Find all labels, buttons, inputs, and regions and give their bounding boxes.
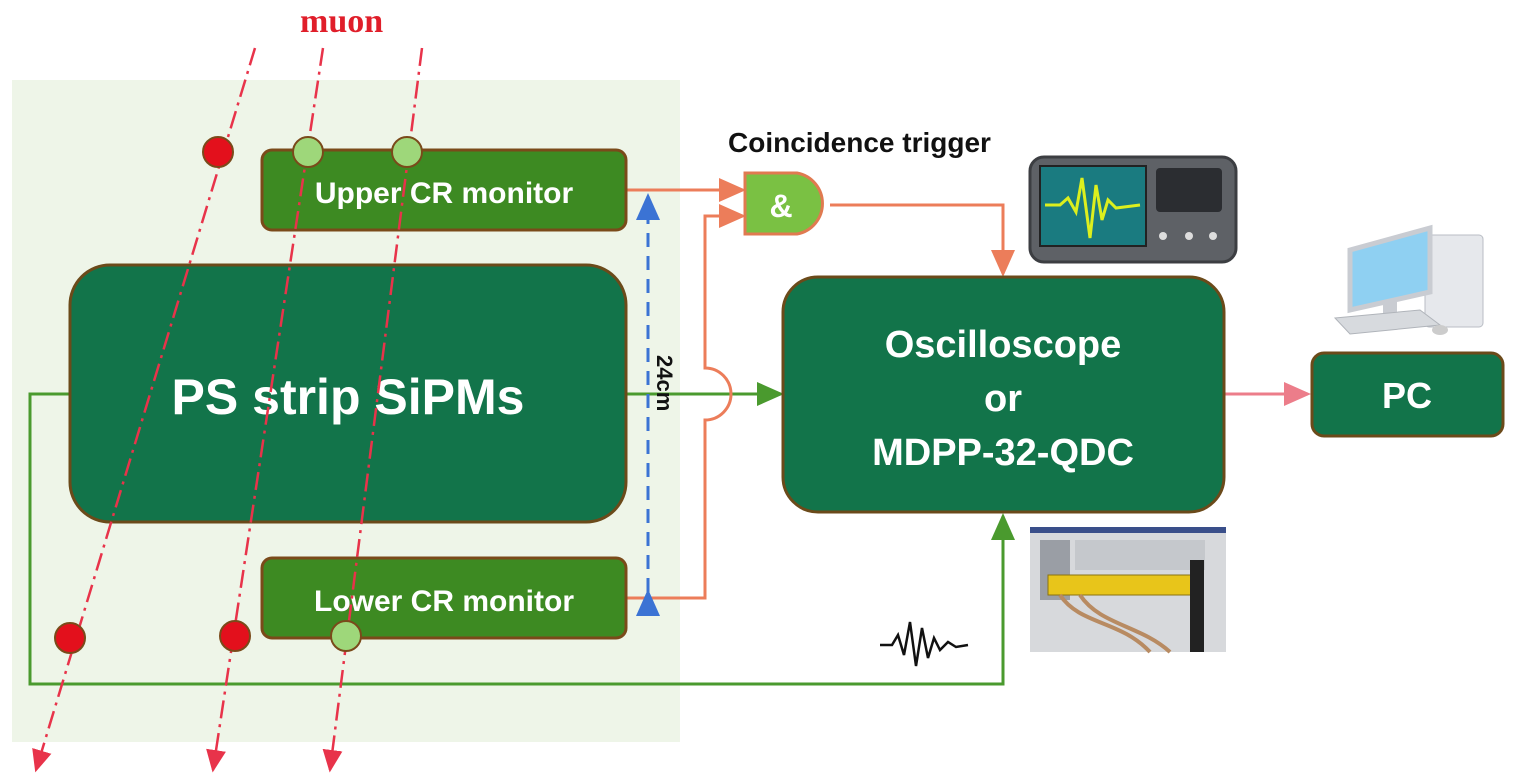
- lower-cr-monitor: Lower CR monitor: [260, 556, 628, 640]
- daq-box: Oscilloscope or MDPP-32-QDC: [781, 275, 1226, 514]
- ps-strip-sipms: PS strip SiPMs: [68, 263, 628, 524]
- waveform-icon: [880, 621, 969, 667]
- svg-text:or: or: [984, 378, 1022, 420]
- svg-text:PS strip SiPMs: PS strip SiPMs: [172, 369, 525, 425]
- svg-text:&: &: [769, 188, 792, 224]
- svg-text:PC: PC: [1382, 375, 1432, 416]
- mdpp-crate-photo: [1030, 527, 1226, 654]
- coincidence-trigger-label: Coincidence trigger: [728, 127, 991, 158]
- hit-markers: [54, 136, 423, 654]
- pc-box: PC: [1310, 351, 1505, 438]
- and-gate: &: [743, 171, 824, 236]
- oscilloscope-icon: [1028, 155, 1238, 264]
- muon-label: muon: [300, 3, 383, 40]
- svg-text:MDPP-32-QDC: MDPP-32-QDC: [872, 432, 1134, 474]
- svg-text:Lower CR monitor: Lower CR monitor: [314, 585, 574, 618]
- trigger-lines: [626, 178, 1015, 600]
- svg-text:Upper CR monitor: Upper CR monitor: [315, 177, 574, 210]
- svg-text:Oscilloscope: Oscilloscope: [885, 324, 1122, 366]
- upper-cr-monitor: Upper CR monitor: [260, 148, 628, 232]
- distance-label: 24cm: [652, 355, 677, 411]
- computer-icon: [1333, 224, 1484, 335]
